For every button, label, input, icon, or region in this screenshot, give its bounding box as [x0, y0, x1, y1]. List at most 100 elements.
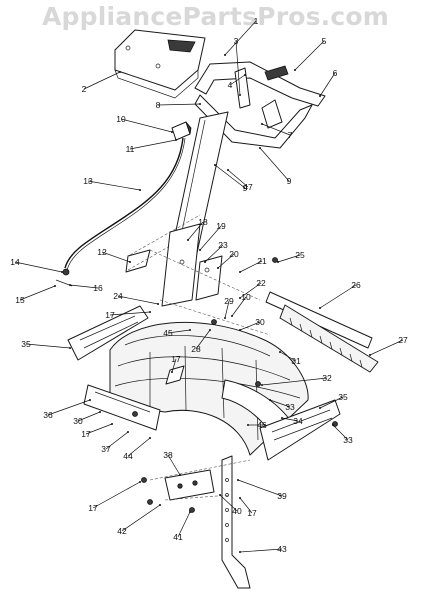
callout-label: 35: [338, 392, 348, 402]
callout-arrowhead-37: [127, 431, 129, 433]
callout-label: 34: [293, 416, 303, 426]
clamp-knob: [171, 121, 192, 141]
callout-leader-22: [239, 282, 262, 299]
callout-leader-6: [319, 72, 336, 97]
callout-arrowhead-17: [111, 423, 113, 425]
callout-arrowhead-17: [149, 311, 151, 313]
callout-leader-18: [187, 221, 204, 241]
callout-label: 18: [198, 217, 208, 227]
callout-leader-10: [120, 118, 173, 133]
callout-leader-44: [127, 437, 151, 457]
callout-leader-28: [195, 329, 211, 350]
callout-arrowhead-28: [209, 329, 211, 331]
callout-label: 16: [93, 283, 103, 293]
callout-arrowhead-46: [247, 424, 249, 426]
callout-label: 26: [351, 280, 361, 290]
callout-arrowhead-17: [239, 497, 241, 499]
callout-leader-25: [277, 254, 301, 263]
callout-arrowhead-20: [217, 267, 219, 269]
callout-arrowhead-10: [231, 315, 233, 317]
callout-leader-17: [92, 481, 141, 509]
callout-label: 43: [277, 544, 287, 554]
callout-label: 21: [257, 256, 267, 266]
callout-arrowhead-35: [69, 347, 71, 349]
tine-shield: [109, 321, 309, 456]
callout-label: 12: [97, 247, 107, 257]
callout-arrowhead-11: [175, 139, 177, 141]
callout-label: 5: [322, 36, 327, 46]
callout-label: 15: [15, 295, 25, 305]
callout-leader-36: [47, 399, 91, 416]
callout-label: 29: [224, 296, 234, 306]
callout-label: 6: [333, 68, 338, 78]
callout-label: 2: [82, 84, 87, 94]
callout-label: 37: [101, 444, 111, 454]
callout-leader-27: [369, 339, 404, 356]
callout-label: 40: [232, 506, 242, 516]
lower-handle: [125, 214, 201, 273]
callout-arrowhead-38: [179, 474, 181, 476]
callout-leader-39: [237, 479, 283, 497]
callout-leader-13: [87, 180, 141, 191]
callout-arrowhead-41: [189, 511, 191, 513]
callout-label: 41: [173, 532, 183, 542]
callout-arrowhead-23: [204, 261, 206, 263]
callout-leader-11: [129, 139, 177, 150]
callout-label: 33: [343, 435, 353, 445]
callout-leader-1: [224, 20, 257, 56]
callout-arrowhead-3: [239, 94, 241, 96]
callout-arrowhead-25: [277, 261, 279, 263]
callout-label: 11: [126, 144, 135, 154]
callout-label: 7: [288, 130, 293, 140]
callout-leader-9: [259, 147, 290, 182]
callout-label: 10: [241, 292, 251, 302]
callout-leader-47: [227, 169, 249, 188]
callout-leader-19: [199, 225, 222, 251]
callout-label: 17: [171, 354, 181, 364]
callout-arrowhead-35: [319, 407, 321, 409]
callout-label: 19: [216, 221, 226, 231]
callout-leader-41: [177, 511, 191, 538]
callout-arrowhead-5: [294, 69, 296, 71]
callout-leader-23: [204, 244, 224, 263]
callout-arrowhead-1: [224, 54, 226, 56]
callout-leaders: [14, 20, 404, 553]
callout-label: 9: [287, 176, 292, 186]
callout-arrowhead-45: [189, 329, 191, 331]
rear-flap: [83, 384, 161, 431]
callout-leader-35: [319, 396, 344, 409]
callout-leader-14: [14, 261, 63, 273]
callout-label: 20: [229, 249, 239, 259]
callout-leader-8: [157, 103, 201, 106]
callout-arrowhead-44: [149, 437, 151, 439]
callout-label: 10: [116, 114, 126, 124]
callout-leader-38: [167, 454, 181, 476]
callout-label: 32: [322, 373, 332, 383]
callout-leader-17: [109, 311, 151, 316]
callout-arrowhead-6: [319, 95, 321, 97]
callout-leader-34: [281, 417, 299, 422]
left-side-shield: [67, 305, 149, 361]
control-cable: [64, 137, 184, 269]
callout-arrowhead-27: [369, 354, 371, 356]
callout-label: 13: [83, 176, 93, 186]
watermark: AppliancePartsPros.com: [41, 2, 390, 31]
callout-label: 42: [117, 526, 127, 536]
callout-arrowhead-19: [199, 249, 201, 251]
callout-arrowhead-31: [279, 351, 281, 353]
callout-leader-31: [279, 351, 297, 362]
callout-leader-24: [117, 295, 159, 305]
callout-arrowhead-16: [69, 284, 71, 286]
callout-arrowhead-47: [227, 169, 229, 171]
callout-label: 24: [113, 291, 123, 301]
callout-arrowhead-21: [239, 271, 241, 273]
callout-label: 30: [255, 317, 265, 327]
callout-leader-4: [229, 74, 246, 86]
callout-arrowhead-9: [214, 164, 216, 166]
callout-leader-26: [319, 284, 357, 309]
callout-arrowhead-8: [199, 103, 201, 105]
callout-label: 27: [398, 335, 408, 345]
callout-arrowhead-24: [157, 303, 159, 305]
